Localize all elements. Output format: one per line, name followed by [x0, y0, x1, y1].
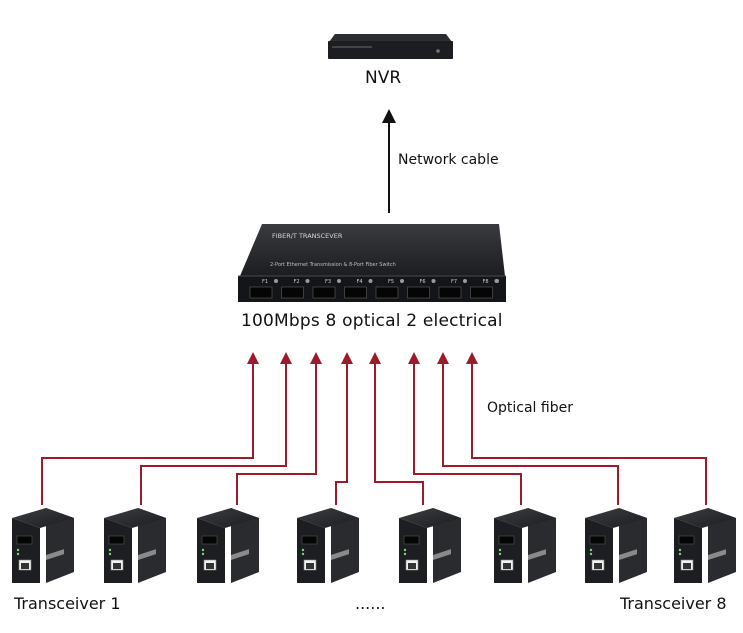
transceiver-device-icon: [104, 508, 166, 583]
port-led: [495, 279, 499, 283]
nvr-device-icon: [328, 34, 453, 59]
fiber-line: [408, 352, 522, 505]
port-led: [368, 279, 373, 283]
transceiver-ellipsis: ......: [355, 594, 386, 613]
fiber-port: [438, 286, 462, 299]
switch-subtitle-text: 2-Port Ethernet Transmission & 8-Port Fi…: [270, 262, 396, 268]
port-label: F6: [420, 279, 426, 285]
transceiver-device-icon: [399, 508, 461, 583]
optical-fiber-label: Optical fiber: [487, 400, 573, 416]
fiber-port: [407, 286, 430, 299]
port-led: [463, 279, 467, 283]
port-led: [305, 279, 310, 283]
fiber-line: [466, 352, 707, 505]
port-led: [274, 279, 278, 283]
transceiver-device-icon: [297, 508, 359, 583]
fiber-port: [470, 286, 493, 299]
fiber-port: [249, 286, 273, 299]
fiber-port: [344, 286, 367, 299]
switch-label: 100Mbps 8 optical 2 electrical: [241, 311, 503, 331]
fiber-switch-device-icon: FIBER/T TRANSCEVER 2-Port Ethernet Trans…: [238, 224, 506, 302]
fiber-line: [369, 352, 424, 505]
nvr-label: NVR: [365, 68, 402, 88]
port-label: F8: [483, 279, 489, 285]
fiber-line: [335, 352, 353, 505]
fiber-port: [312, 286, 336, 299]
transceiver-device-icon: [197, 508, 259, 583]
network-cable-label: Network cable: [398, 152, 499, 168]
fiber-port: [375, 286, 399, 299]
fiber-line: [41, 352, 259, 505]
port-label: F4: [357, 279, 363, 285]
transceiver-device-icon: [494, 508, 556, 583]
port-led: [400, 279, 404, 283]
transceiver-8-label: Transceiver 8: [620, 594, 727, 613]
port-label: F2: [294, 279, 300, 285]
port-label: F7: [451, 279, 457, 285]
fiber-line: [437, 352, 619, 505]
port-led: [431, 279, 436, 283]
port-label: F1: [262, 279, 268, 285]
transceiver-group: [12, 508, 736, 583]
transceiver-device-icon: [585, 508, 647, 583]
transceiver-device-icon: [12, 508, 74, 583]
fiber-line: [140, 352, 292, 505]
transceiver-1-label: Transceiver 1: [14, 594, 121, 613]
transceiver-device-icon: [674, 508, 736, 583]
fiber-line: [236, 352, 322, 505]
port-led: [337, 279, 341, 283]
port-label: F5: [388, 279, 394, 285]
fiber-lines: [41, 352, 707, 505]
port-label: F3: [325, 279, 331, 285]
switch-brand-text: FIBER/T TRANSCEVER: [272, 232, 343, 240]
fiber-port: [281, 286, 304, 299]
